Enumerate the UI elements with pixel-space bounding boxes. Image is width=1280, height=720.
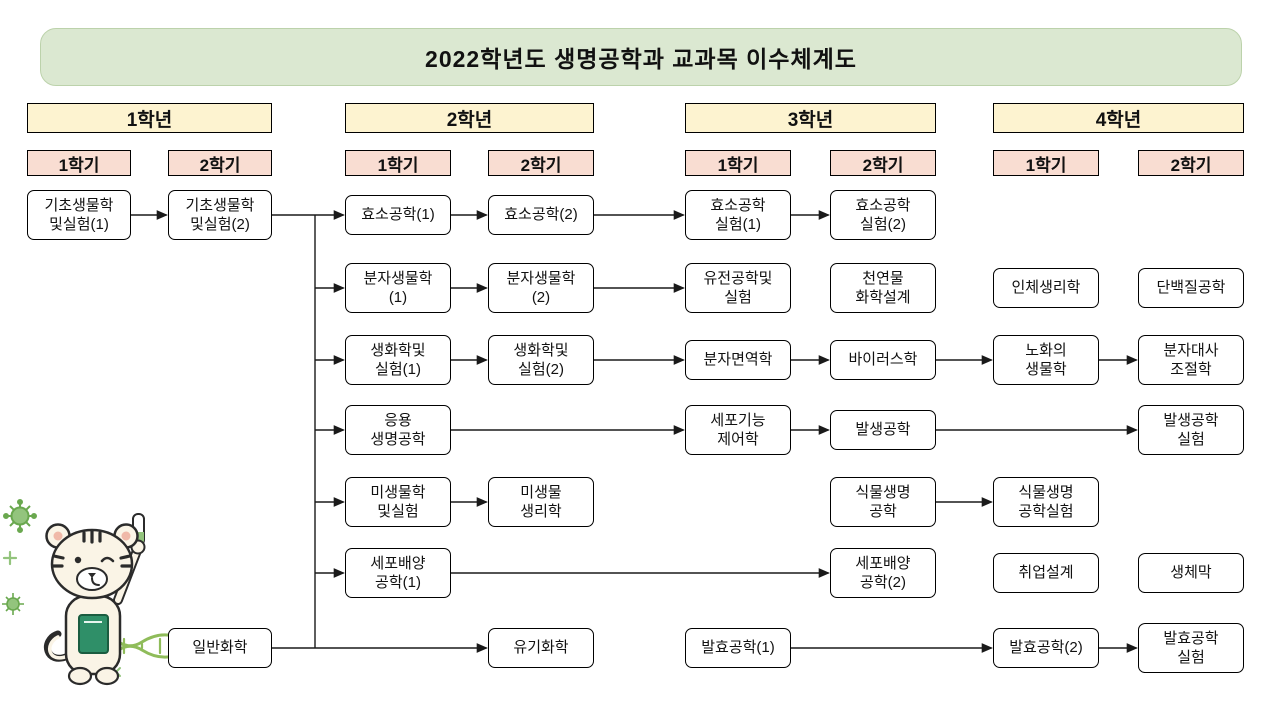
course-box-c7r7: 발효공학(2) (993, 628, 1099, 668)
sparkle-icon (2, 550, 18, 566)
course-box-c1r1: 기초생물학 및실험(1) (27, 190, 131, 240)
course-box-c7r3: 노화의 생물학 (993, 335, 1099, 385)
course-box-c3r1: 효소공학(1) (345, 195, 451, 235)
tiger-mascot (2, 499, 176, 686)
course-box-c8r2: 단백질공학 (1138, 268, 1244, 308)
course-box-c8r3: 분자대사 조절학 (1138, 335, 1244, 385)
semester-header-c7: 1학기 (993, 150, 1099, 176)
course-box-c6r5: 식물생명 공학 (830, 477, 936, 527)
course-box-c5r2: 유전공학및 실험 (685, 263, 791, 313)
semester-header-c6: 2학기 (830, 150, 936, 176)
course-box-c3r5: 미생물학 및실험 (345, 477, 451, 527)
course-box-c4r5: 미생물 생리학 (488, 477, 594, 527)
course-box-c3r2: 분자생물학 (1) (345, 263, 451, 313)
course-box-c6r1: 효소공학 실험(2) (830, 190, 936, 240)
semester-header-c2: 2학기 (168, 150, 272, 176)
semester-header-c3: 1학기 (345, 150, 451, 176)
dna-icon (110, 633, 176, 659)
course-box-c3r6: 세포배양 공학(1) (345, 548, 451, 598)
course-box-c4r3: 생화학및 실험(2) (488, 335, 594, 385)
year-header-y4: 4학년 (993, 103, 1244, 133)
semester-header-c1: 1학기 (27, 150, 131, 176)
course-box-c7r6: 취업설계 (993, 553, 1099, 593)
course-box-c6r6: 세포배양 공학(2) (830, 548, 936, 598)
semester-header-c4: 2학기 (488, 150, 594, 176)
course-box-c2r7: 일반화학 (168, 628, 272, 668)
course-box-c8r7: 발효공학 실험 (1138, 623, 1244, 673)
course-box-c4r1: 효소공학(2) (488, 195, 594, 235)
course-box-c5r3: 분자면역학 (685, 340, 791, 380)
virus-icon-small (2, 593, 24, 615)
course-box-c6r2: 천연물 화학설계 (830, 263, 936, 313)
tiger-head (45, 523, 139, 600)
course-box-c4r7: 유기화학 (488, 628, 594, 668)
year-header-y3: 3학년 (685, 103, 936, 133)
course-box-c3r4: 응용 생명공학 (345, 405, 451, 455)
course-box-c5r4: 세포기능 제어학 (685, 405, 791, 455)
course-box-c6r4: 발생공학 (830, 410, 936, 450)
virus-icon (3, 499, 37, 533)
course-box-c8r6: 생체막 (1138, 553, 1244, 593)
course-box-c7r5: 식물생명 공학실험 (993, 477, 1099, 527)
course-box-c5r7: 발효공학(1) (685, 628, 791, 668)
course-box-c8r4: 발생공학 실험 (1138, 405, 1244, 455)
course-box-c4r2: 분자생물학 (2) (488, 263, 594, 313)
course-box-c6r3: 바이러스학 (830, 340, 936, 380)
year-header-y2: 2학년 (345, 103, 594, 133)
course-box-c3r3: 생화학및 실험(1) (345, 335, 451, 385)
semester-header-c5: 1학기 (685, 150, 791, 176)
semester-header-c8: 2학기 (1138, 150, 1244, 176)
course-box-c5r1: 효소공학 실험(1) (685, 190, 791, 240)
year-header-y1: 1학년 (27, 103, 272, 133)
page-title: 2022학년도 생명공학과 교과목 이수체계도 (40, 28, 1242, 86)
course-box-c7r2: 인체생리학 (993, 268, 1099, 308)
course-box-c2r1: 기초생물학 및실험(2) (168, 190, 272, 240)
